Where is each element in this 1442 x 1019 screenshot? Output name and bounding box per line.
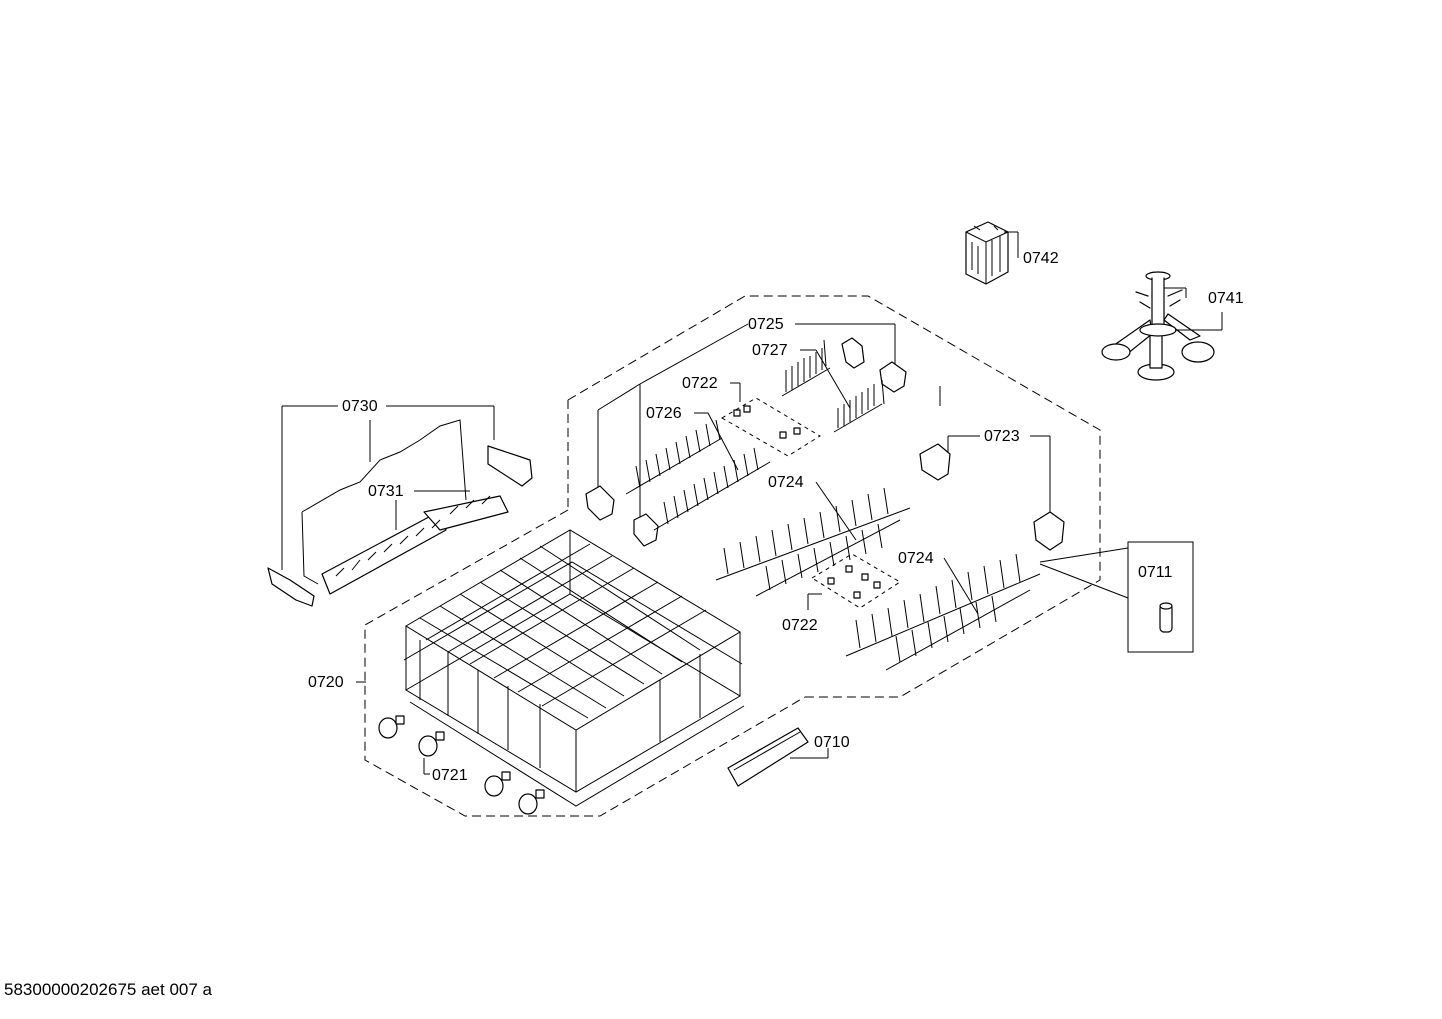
part-label-0711[interactable]: 0711 xyxy=(1138,564,1173,581)
small-clips-top[interactable] xyxy=(733,405,801,439)
roller-pin-part[interactable] xyxy=(1159,602,1173,633)
bottle-holder-part[interactable] xyxy=(267,419,533,607)
knife-rack-part[interactable] xyxy=(321,495,509,595)
rail-holder-part[interactable] xyxy=(919,443,1065,551)
small-clips-bottom[interactable] xyxy=(827,565,881,599)
part-label-0722-top[interactable]: 0722 xyxy=(682,375,718,392)
lower-basket-part[interactable] xyxy=(403,529,745,807)
part-label-0710[interactable]: 0710 xyxy=(814,734,850,751)
part-label-0724-top[interactable]: 0724 xyxy=(768,474,804,491)
rack-support-part[interactable] xyxy=(1101,271,1215,381)
plate-rack-part[interactable] xyxy=(625,419,771,531)
wheel-part[interactable] xyxy=(378,715,545,815)
clips-outline-top xyxy=(721,397,821,457)
part-label-0724-bottom[interactable]: 0724 xyxy=(898,550,934,567)
part-label-0730[interactable]: 0730 xyxy=(342,398,378,415)
part-label-0726[interactable]: 0726 xyxy=(646,405,682,422)
part-label-0720[interactable]: 0720 xyxy=(308,674,344,691)
part-label-0721[interactable]: 0721 xyxy=(432,767,468,784)
tine-rack-lower[interactable] xyxy=(845,553,1041,671)
basket-clip-part[interactable] xyxy=(585,337,907,547)
part-label-0742[interactable]: 0742 xyxy=(1023,250,1059,267)
cup-rack-part[interactable] xyxy=(781,339,885,433)
clips-outline-bottom xyxy=(811,553,901,609)
document-id: 58300000202675 aet 007 a xyxy=(4,980,212,999)
lower-group-outline xyxy=(364,509,806,817)
part-label-0723[interactable]: 0723 xyxy=(984,428,1020,445)
cutlery-basket-part[interactable] xyxy=(965,221,1009,285)
tine-rack-upper[interactable] xyxy=(715,487,911,597)
part-label-0727[interactable]: 0727 xyxy=(752,342,788,359)
part-label-0741[interactable]: 0741 xyxy=(1208,290,1244,307)
part-label-0722-bottom[interactable]: 0722 xyxy=(782,617,818,634)
part-label-0731[interactable]: 0731 xyxy=(368,483,404,500)
handle-strip-part[interactable] xyxy=(727,727,809,787)
part-label-0725[interactable]: 0725 xyxy=(748,316,784,333)
inset-box-0711 xyxy=(1127,541,1194,653)
upper-group-outline xyxy=(567,295,1101,698)
